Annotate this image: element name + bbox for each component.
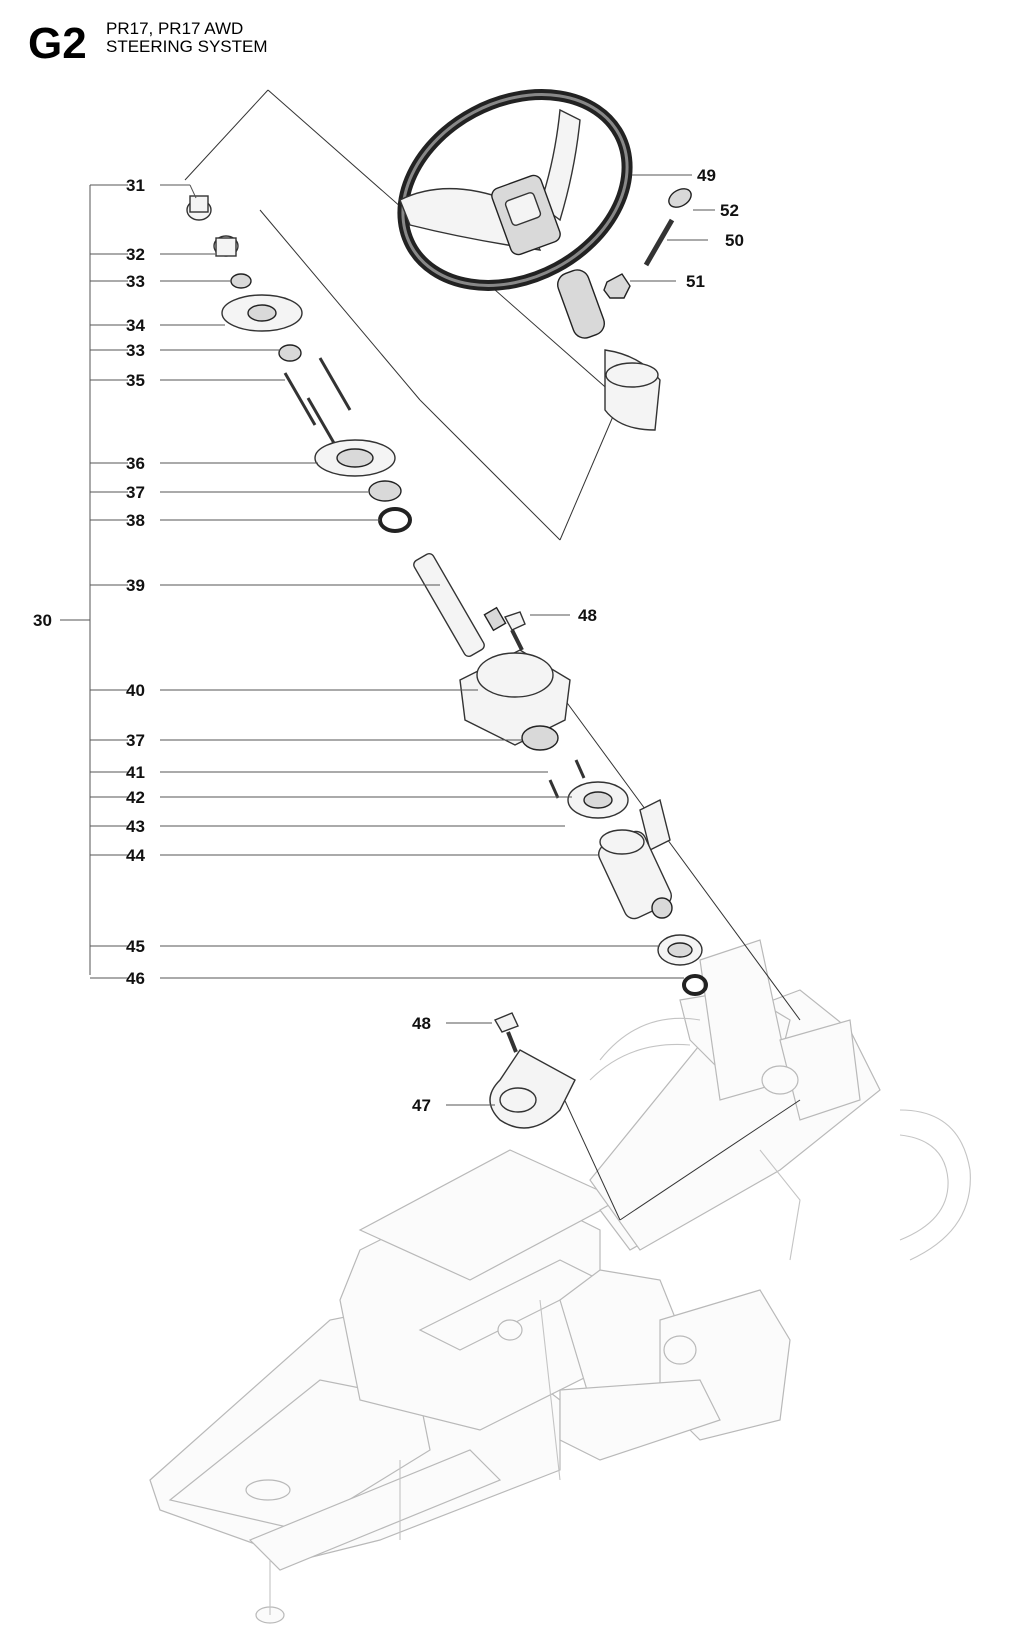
callout-52: 52	[720, 201, 739, 220]
callout-37: 37	[126, 483, 145, 502]
callout-51: 51	[686, 272, 705, 291]
callout-46: 46	[126, 969, 145, 988]
callout-43: 43	[126, 817, 145, 836]
leader-lines	[90, 174, 715, 1106]
diagram-title: STEERING SYSTEM	[106, 37, 268, 56]
callout-33: 33	[126, 272, 145, 291]
callout-48-lower: 48	[412, 1014, 431, 1033]
tractor-frame	[149, 939, 971, 1624]
callout-48: 48	[578, 606, 597, 625]
callout-38: 38	[126, 511, 145, 530]
callout-45: 45	[126, 937, 145, 956]
steering-axis-lines	[184, 89, 801, 1221]
group-30-bracket	[60, 185, 91, 975]
page-code: G2	[28, 19, 87, 68]
callout-42: 42	[126, 788, 145, 807]
callout-31: 31	[126, 176, 145, 195]
callout-44: 44	[126, 846, 145, 865]
callout-47: 47	[412, 1096, 431, 1115]
callout-50: 50	[725, 231, 744, 250]
callout-35: 35	[126, 371, 145, 390]
steering-wheel	[397, 89, 661, 431]
callout-41: 41	[126, 763, 145, 782]
callout-39: 39	[126, 576, 145, 595]
callout-33-lower: 33	[126, 341, 145, 360]
callout-36: 36	[126, 454, 145, 473]
callout-32: 32	[126, 245, 145, 264]
model-name: PR17, PR17 AWD	[106, 19, 244, 38]
callout-40: 40	[126, 681, 145, 700]
callout-labels: 30 31 32 33 34 33 35 36 37 38 39 40 37 4…	[33, 166, 744, 1115]
hub-cap-and-bolt	[603, 188, 692, 299]
column-parts	[186, 195, 708, 996]
callout-30: 30	[33, 611, 52, 630]
callout-49: 49	[697, 166, 716, 185]
callout-37-lower: 37	[126, 731, 145, 750]
callout-34: 34	[126, 316, 145, 335]
bracket-and-bolts	[489, 611, 576, 1129]
